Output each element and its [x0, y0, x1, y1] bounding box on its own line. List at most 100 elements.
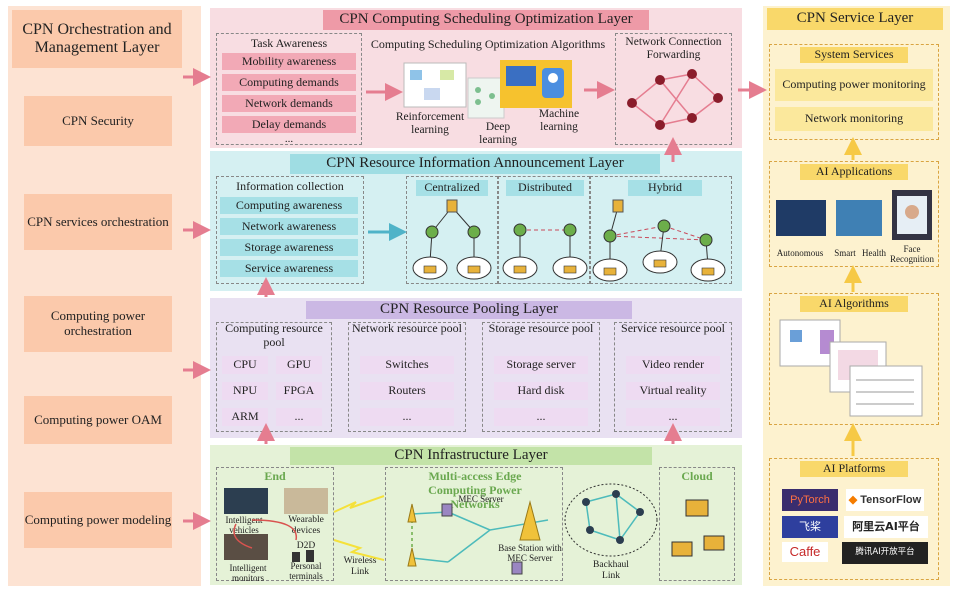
- mode-centralized: Centralized: [416, 180, 488, 196]
- ai-platforms-group: [769, 458, 939, 580]
- cloud-server-icons: [671, 499, 725, 557]
- controller-icons: [446, 199, 624, 213]
- platform-paddle: 飞桨: [782, 516, 838, 538]
- mode-group-hybrid: [590, 176, 732, 284]
- pool-item: Hard disk: [494, 382, 588, 400]
- base-station-icons: [407, 500, 541, 567]
- ai-platforms-title: AI Platforms: [800, 461, 908, 477]
- algorithm-illustrations: [403, 60, 572, 119]
- platform-tensorflow: ◆TensorFlow: [846, 489, 924, 511]
- task-item: Computing demands: [222, 74, 356, 91]
- infra-layer-title: CPN Infrastructure Layer: [290, 447, 652, 465]
- orchestration-arrows: [183, 68, 211, 530]
- algo-reinforcement: Reinforcement learning: [395, 111, 465, 137]
- pool-item: Routers: [360, 382, 454, 400]
- end-group: [216, 467, 334, 581]
- end-device-images: [224, 488, 328, 562]
- service-layer-title: CPN Service Layer: [767, 8, 943, 30]
- task-item: Delay demands: [222, 116, 356, 133]
- left-item-power-orchestration: Computing power orchestration: [24, 296, 172, 352]
- wireless-link-label: Wireless Link: [343, 556, 377, 577]
- end-item-d2d: D2D: [296, 541, 316, 551]
- pool-item: FPGA: [276, 382, 322, 400]
- scheduling-layer-title: CPN Computing Scheduling Optimization La…: [323, 10, 649, 30]
- ai-algorithm-thumbnails: [779, 319, 923, 417]
- mode-group-distributed: [498, 176, 590, 284]
- pool-item: ...: [276, 408, 322, 426]
- mec-group: [385, 467, 563, 581]
- task-item: Mobility awareness: [222, 53, 356, 70]
- end-item-monitors: Intelligent monitors: [229, 563, 267, 584]
- forwarding-network: [631, 73, 719, 126]
- app-smart: Smart: [834, 248, 856, 258]
- system-services-title: System Services: [800, 47, 908, 63]
- task-item: Network demands: [222, 95, 356, 112]
- pool-item: ...: [494, 408, 588, 426]
- app-health: Health: [862, 248, 886, 258]
- platform-caffe: Caffe: [782, 542, 828, 562]
- task-awareness-group: [216, 33, 362, 145]
- collection-item: Service awareness: [220, 260, 358, 277]
- mode-hybrid: Hybrid: [628, 180, 702, 196]
- pool-item: CPU: [222, 356, 268, 374]
- collection-item: Storage awareness: [220, 239, 358, 256]
- pooling-layer-title: CPN Resource Pooling Layer: [306, 301, 632, 319]
- pool-item: NPU: [222, 382, 268, 400]
- mec-server-icons: [441, 503, 523, 575]
- forwarding-title: Network Connection Forwarding: [625, 36, 722, 62]
- ai-apps-title: AI Applications: [800, 164, 908, 180]
- cloud-group: [659, 467, 735, 581]
- left-item-modeling: Computing power modeling: [24, 492, 172, 548]
- platform-pytorch: PyTorch: [782, 489, 838, 511]
- left-item-services-orchestration: CPN services orchestration: [24, 194, 172, 250]
- router-icons: [627, 69, 723, 130]
- pool-item: Virtual reality: [626, 382, 720, 400]
- wireless-link-bolts: [333, 495, 385, 561]
- pool-network: [348, 322, 466, 432]
- cloud-title: Cloud: [681, 469, 713, 483]
- info-collection-title: Information collection: [236, 179, 344, 193]
- system-item-computing: Computing power monitoring: [775, 69, 933, 101]
- app-face: Face Recognition: [890, 244, 934, 265]
- platform-tencent: 腾讯AI开放平台: [842, 542, 928, 564]
- pool-item: ARM: [222, 408, 268, 426]
- server-stack-icons: [423, 259, 715, 276]
- pool-item: ...: [360, 408, 454, 426]
- pool-item: Switches: [360, 356, 454, 374]
- end-item-vehicles: Intelligent vehicles: [225, 515, 263, 536]
- collection-item: Network awareness: [220, 218, 358, 235]
- info-collection-group: [216, 176, 364, 284]
- end-item-terminals: Personal terminals: [289, 561, 323, 582]
- system-item-network: Network monitoring: [775, 107, 933, 131]
- ai-algorithms-title: AI Algorithms: [800, 296, 908, 312]
- algo-machine: Machine learning: [538, 108, 580, 134]
- pool-title: Storage resource pool: [488, 321, 594, 335]
- pool-item: GPU: [276, 356, 322, 374]
- backhaul-label: Backhaul Link: [593, 560, 629, 581]
- pool-item: ...: [626, 408, 720, 426]
- platform-aliyun: 阿里云AI平台: [844, 516, 928, 538]
- base-station-label: Base Station with MEC Server: [498, 543, 562, 564]
- ai-app-thumbnails: [776, 190, 932, 240]
- mec-title: Multi-access Edge Computing Power Networ…: [428, 469, 522, 511]
- mec-server-label: MEC Server: [458, 494, 504, 504]
- task-ellipsis: ...: [284, 133, 294, 145]
- collection-item: Computing awareness: [220, 197, 358, 214]
- pool-item: Storage server: [494, 356, 588, 374]
- backhaul-network: [564, 483, 658, 557]
- task-awareness-title: Task Awareness: [250, 36, 328, 50]
- end-item-wearable: Wearable devices: [288, 515, 324, 536]
- orchestration-title: CPN Orchestration and Management Layer: [12, 10, 182, 68]
- algorithm-flow-arrows: [366, 81, 767, 101]
- left-item-oam: Computing power OAM: [24, 396, 172, 444]
- pool-title: Network resource pool: [352, 321, 462, 335]
- pool-title: Computing resource pool: [225, 321, 323, 349]
- pool-storage: [482, 322, 600, 432]
- router-node-icons: [425, 219, 713, 247]
- layer-up-arrows: [257, 137, 682, 444]
- algorithms-title: Computing Scheduling Optimization Algori…: [370, 37, 606, 51]
- app-autonomous: Autonomous: [776, 248, 824, 258]
- pool-item: Video render: [626, 356, 720, 374]
- end-title: End: [264, 469, 286, 483]
